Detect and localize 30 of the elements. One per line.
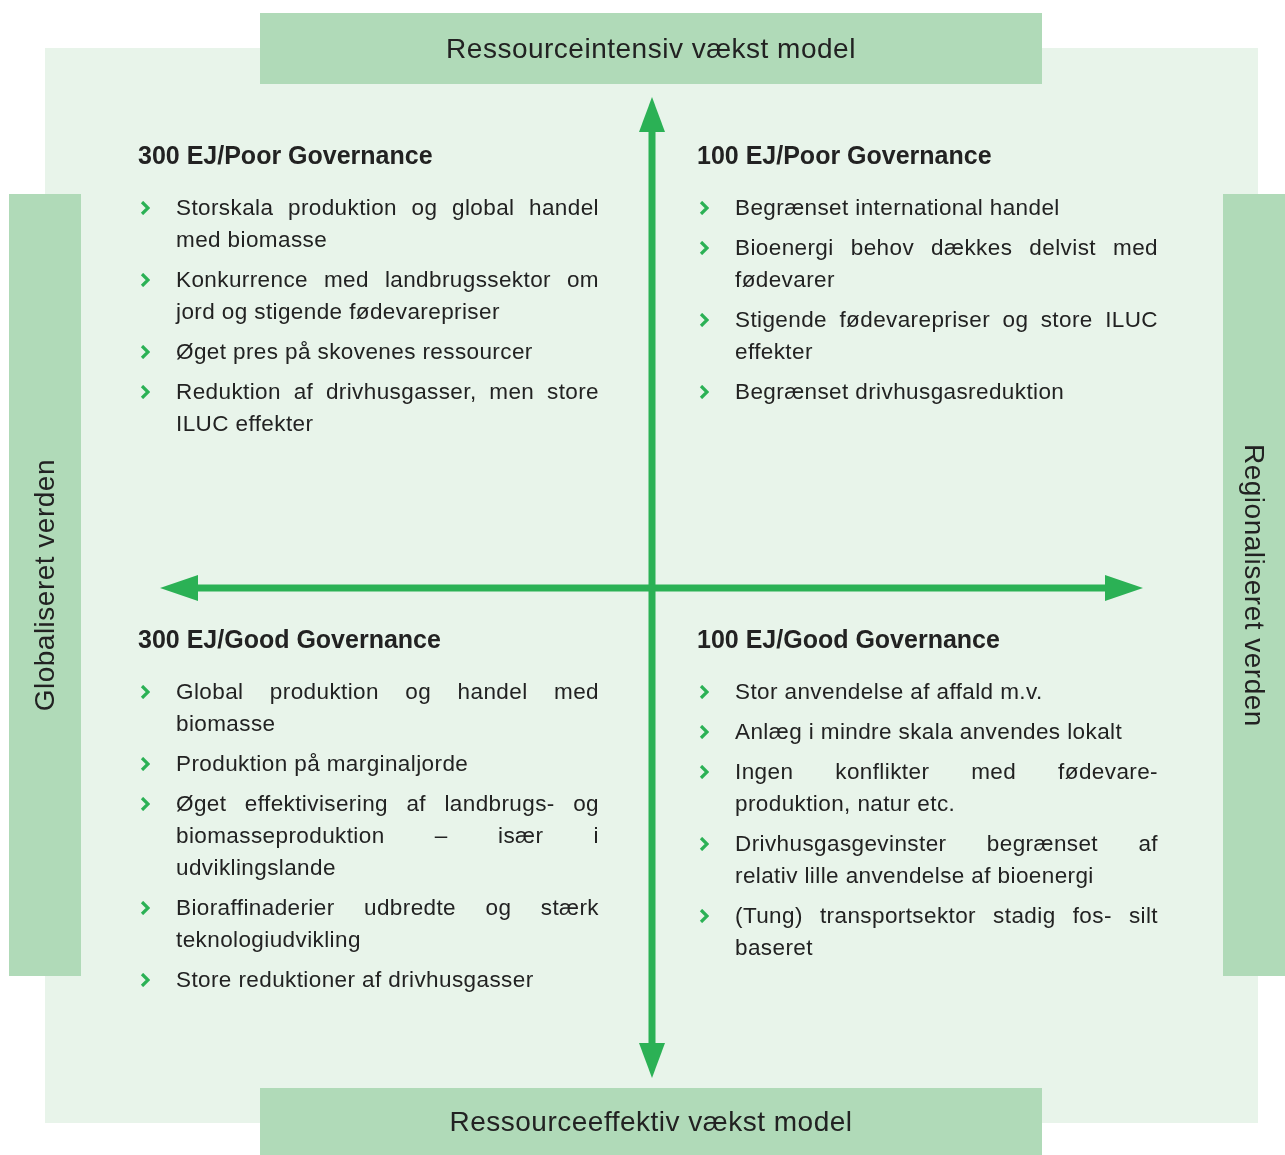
bullet-text: Øget effektivisering af landbrugs- og biomasseproduktion – især i udviklingslande: [176, 790, 599, 882]
axis-label-band: [9, 194, 81, 976]
axis-label: Regionaliseret verden: [1238, 443, 1270, 727]
axis-label-band: [1223, 194, 1285, 976]
bullet-text: Begrænset drivhusgasreduktion: [735, 378, 1066, 406]
bullet-text: Reduktion af drivhusgasser, men store ILUC effekter: [176, 378, 599, 438]
quadrant-heading: 300 EJ/Good Governance: [138, 625, 442, 654]
axis-label-band: [260, 1088, 1042, 1155]
bullet-text: Begrænset international handel: [735, 194, 1061, 222]
axis-label: Ressourceeffektiv vækst model: [449, 1105, 853, 1138]
axis-label-band: [260, 13, 1042, 84]
bullet-text: (Tung) transportsektor stadig fos- silt baseret: [735, 902, 1158, 962]
bullet-text: Bioraffinaderier udbredte og stærk teknologiudvikling: [176, 894, 599, 954]
axis-label: Globaliseret verden: [29, 458, 61, 712]
bullet-text: Storskala produktion og global handel med biomasse: [176, 194, 599, 254]
bullet-text: Drivhusgasgevinster begrænset af relativ lille anvendelse af bioenergi: [735, 830, 1158, 890]
axis-label: Ressourceintensiv vækst model: [446, 32, 856, 65]
bullet-text: Stor anvendelse af affald m.v.: [735, 678, 1044, 706]
bullet-text: Stigende fødevarepriser og store ILUC effekter: [735, 306, 1158, 366]
quadrant-heading: 300 EJ/Poor Governance: [138, 141, 434, 170]
bullet-text: Konkurrence med landbrugssektor om jord og stigende fødevarepriser: [176, 266, 599, 326]
quadrant-heading: 100 EJ/Poor Governance: [697, 141, 993, 170]
bullet-text: Store reduktioner af drivhusgasser: [176, 966, 535, 994]
bullet-text: Ingen konflikter med fødevare- produktion, natur etc.: [735, 758, 1158, 818]
bullet-text: Global produktion og handel med biomasse: [176, 678, 599, 738]
bullet-text: Bioenergi behov dækkes delvist med fødevarer: [735, 234, 1158, 294]
bullet-text: Produktion på marginaljorde: [176, 750, 470, 778]
bullet-text: Øget pres på skovenes ressourcer: [176, 338, 534, 366]
bullet-text: Anlæg i mindre skala anvendes lokalt: [735, 718, 1124, 746]
quadrant-heading: 100 EJ/Good Governance: [697, 625, 1001, 654]
